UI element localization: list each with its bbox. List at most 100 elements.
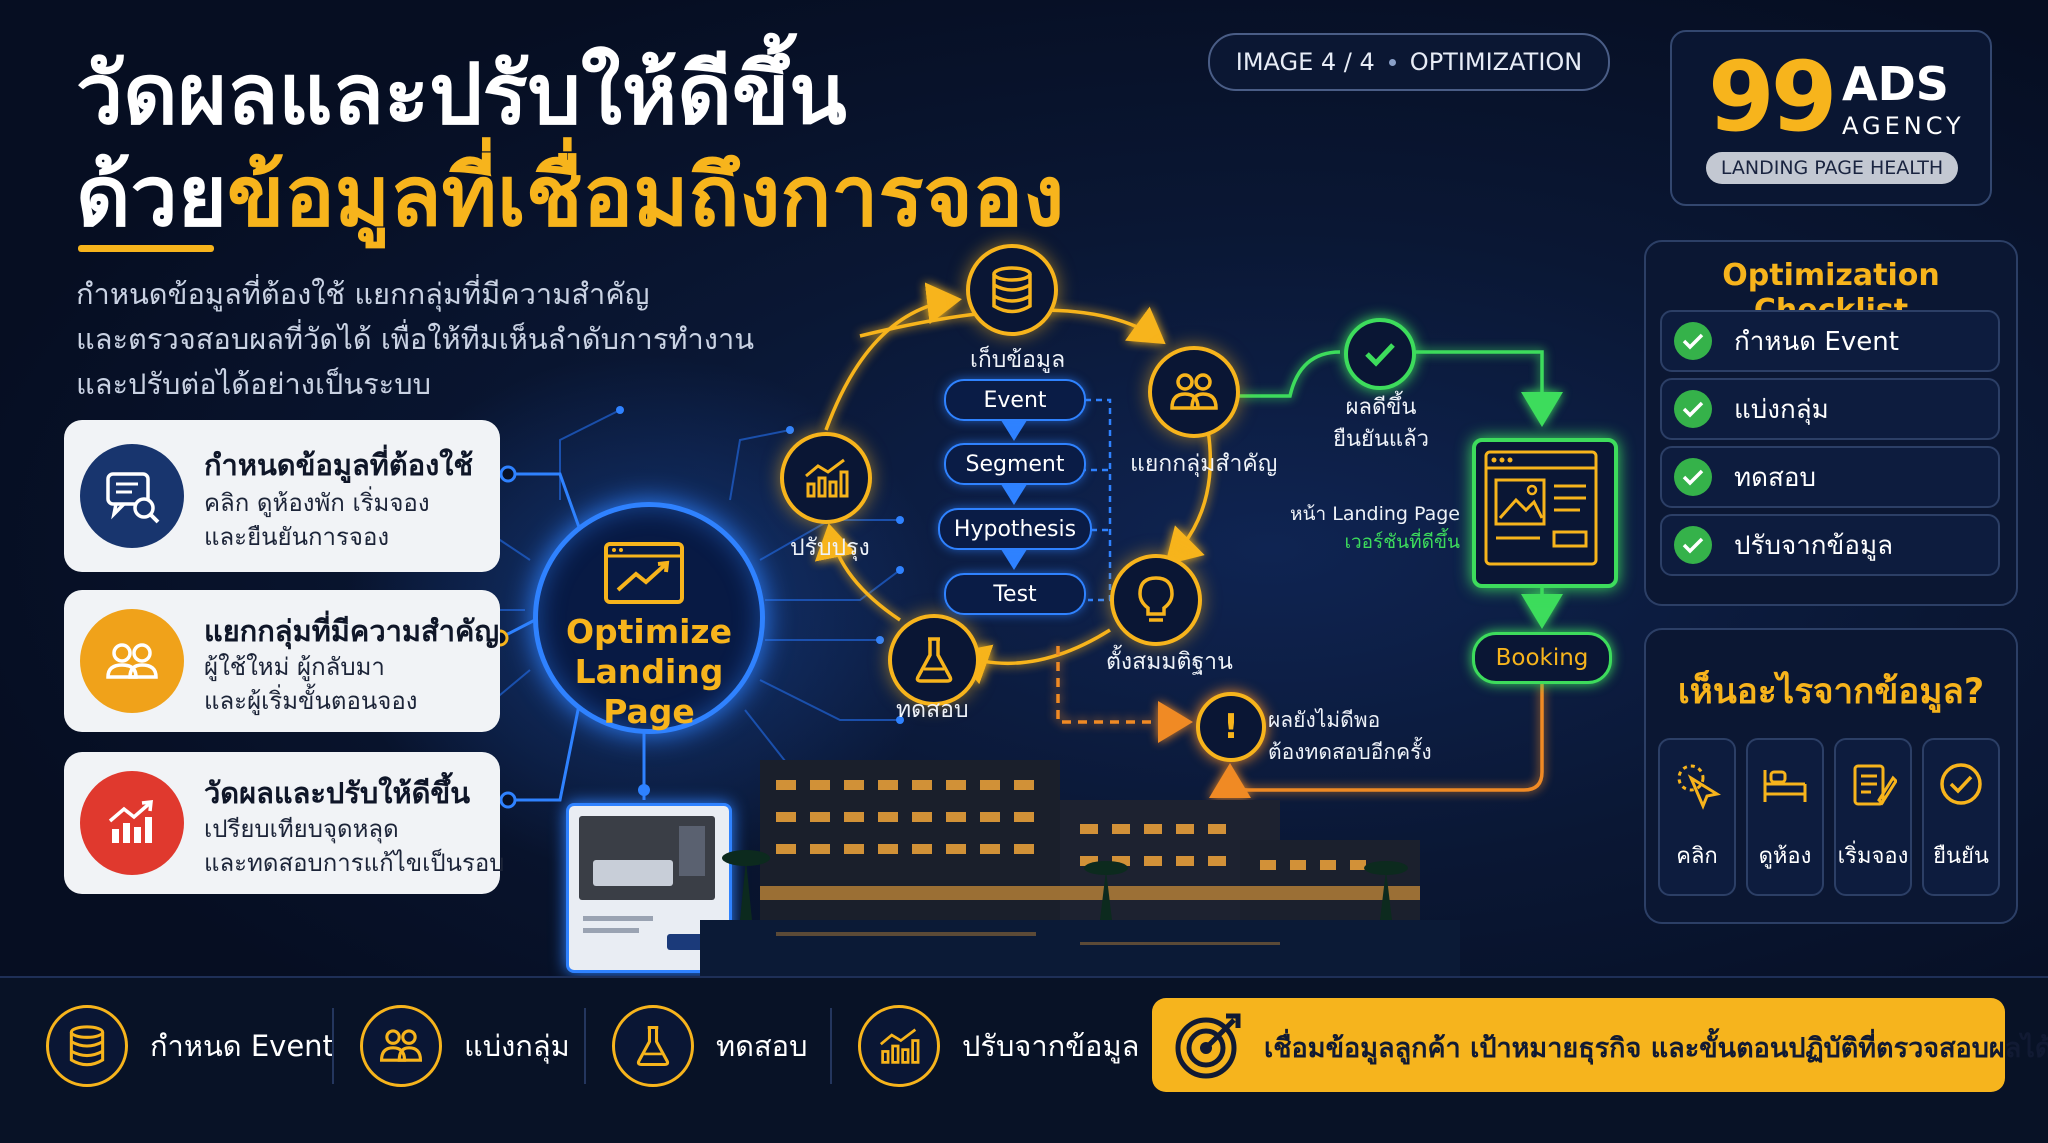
checklist-label: แบ่งกลุ่ม xyxy=(1734,394,1829,425)
bottom-item-improve: ปรับจากข้อมูล xyxy=(858,1004,1139,1088)
retry-text: ผลยังไม่ดีพอ ต้องทดสอบอีกครั้ง xyxy=(1268,704,1432,768)
card-desc-line: คลิก ดูห้องพัก เริ่มจอง xyxy=(204,489,430,517)
optimize-hub xyxy=(533,502,765,734)
bottom-label: ทดสอบ xyxy=(716,1029,808,1063)
users-icon xyxy=(1170,373,1218,410)
result-good-line: ผลดีขึ้น xyxy=(1345,395,1417,420)
users-icon xyxy=(360,1005,442,1087)
chart-up-icon xyxy=(858,1005,940,1087)
cycle-node-improve xyxy=(780,432,872,524)
title-highlight-part: ข้อมูลที่เชื่อมถึงการจอง xyxy=(226,147,1065,245)
target-icon xyxy=(1175,1013,1241,1079)
check-icon xyxy=(1674,458,1712,496)
banner-text: เชื่อมข้อมูลลูกค้า เป้าหมายธุรกิจ และขั้… xyxy=(1264,1033,2048,1064)
cycle-node-test xyxy=(888,614,980,706)
cycle-label-segment: แยกกลุ่มสำคัญ xyxy=(1130,451,1278,477)
separator-dot xyxy=(1388,58,1396,66)
checklist-item: ทดสอบ xyxy=(1660,446,2000,508)
hub-title-line: Optimize xyxy=(565,612,733,651)
checklist-item: กำหนด Event xyxy=(1660,310,2000,372)
bottom-item-event: กำหนด Event xyxy=(46,1004,334,1088)
landing-version-line: เวอร์ชันที่ดีขึ้น xyxy=(1344,531,1460,553)
image-tag-index: IMAGE 4 / 4 xyxy=(1235,48,1375,76)
click-icon xyxy=(1677,764,1721,810)
landing-version-line: หน้า Landing Page xyxy=(1290,503,1460,525)
checklist-label: ทดสอบ xyxy=(1734,462,1817,493)
info-card-measure: วัดผลและปรับให้ดีขึ้น เปรียบเทียบจุดหลุด… xyxy=(64,752,505,894)
card-title: แยกกลุ่มที่มีความสำคัญ xyxy=(204,614,500,648)
logo-sub: AGENCY xyxy=(1842,112,1965,140)
flow-step-segment: Segment xyxy=(944,443,1086,485)
checklist-label: กำหนด Event xyxy=(1734,326,1899,357)
bottom-item-test: ทดสอบ xyxy=(612,1004,807,1088)
insight-label: ยืนยัน xyxy=(1933,844,1989,869)
success-check-icon xyxy=(1344,318,1416,390)
check-icon xyxy=(1674,526,1712,564)
title-white-part: ด้วย xyxy=(76,147,227,245)
cycle-label-hypothesis: ตั้งสมมติฐาน xyxy=(1106,649,1233,675)
check-circle-icon xyxy=(1940,763,1982,805)
bed-icon xyxy=(1763,770,1807,802)
card-title: วัดผลและปรับให้ดีขึ้น xyxy=(204,776,471,810)
optimization-checklist: Optimization Checklist กำหนด Event แบ่งก… xyxy=(1644,240,2018,606)
check-icon xyxy=(1674,390,1712,428)
card-desc-line: และผู้เริ่มขั้นตอนจอง xyxy=(204,687,418,715)
improved-landing-icon xyxy=(1472,438,1618,588)
flow-step-event: Event xyxy=(944,379,1086,421)
cycle-label-improve: ปรับปรุง xyxy=(790,535,870,561)
info-card-segments: แยกกลุ่มที่มีความสำคัญ ผู้ใช้ใหม่ ผู้กลั… xyxy=(64,590,500,732)
result-good-text: ผลดีขึ้น ยืนยันแล้ว xyxy=(1316,392,1446,456)
subtitle: กำหนดข้อมูลที่ต้องใช้ แยกกลุ่มที่มีความส… xyxy=(76,272,756,407)
logo-name: ADS xyxy=(1842,57,1949,111)
info-card-define-data: กำหนดข้อมูลที่ต้องใช้ คลิก ดูห้องพัก เริ… xyxy=(64,420,500,572)
title-underline xyxy=(78,245,214,252)
bottom-label: กำหนด Event xyxy=(150,1029,334,1063)
cycle-node-hypothesis xyxy=(1110,554,1202,646)
bottom-label: ปรับจากข้อมูล xyxy=(962,1029,1140,1063)
divider xyxy=(584,1008,586,1084)
database-icon xyxy=(46,1005,128,1087)
booking-node: Booking xyxy=(1472,632,1612,684)
checklist-item: แบ่งกลุ่ม xyxy=(1660,378,2000,440)
insight-item: คลิก xyxy=(1658,738,1736,896)
card-desc-line: เปรียบเทียบจุดหลุด xyxy=(204,815,399,843)
flow-step-test: Test xyxy=(944,573,1086,615)
landing-version-text: หน้า Landing Page เวอร์ชันที่ดีขึ้น xyxy=(1290,500,1460,556)
form-icon xyxy=(1853,764,1897,806)
divider xyxy=(332,1008,334,1084)
room-photo xyxy=(579,816,715,900)
subtitle-line: และตรวจสอบผลที่วัดได้ เพื่อให้ทีมเห็นลำด… xyxy=(76,322,755,356)
insight-label: ดูห้อง xyxy=(1758,844,1812,869)
lightbulb-icon xyxy=(1138,576,1174,622)
cycle-label-collect: เก็บข้อมูล xyxy=(970,347,1066,373)
warning-icon: ! xyxy=(1196,692,1266,762)
brand-logo: 99 ADS AGENCY LANDING PAGE HEALTH xyxy=(1670,30,1992,206)
insights-panel: เห็นอะไรจากข้อมูล? คลิก ดูห้อง เริ่มจอง … xyxy=(1644,628,2018,924)
optimize-hub-title: Optimize Landing Page xyxy=(533,612,765,732)
result-good-line: ยืนยันแล้ว xyxy=(1333,427,1429,452)
hotel-illustration xyxy=(700,760,1460,976)
chart-up-icon xyxy=(80,771,184,875)
card-title: กำหนดข้อมูลที่ต้องใช้ xyxy=(204,448,474,482)
image-tag-section: OPTIMIZATION xyxy=(1409,48,1583,76)
chart-up-icon xyxy=(805,458,849,498)
browser-chart-icon xyxy=(604,542,684,604)
cycle-node-segment xyxy=(1148,346,1240,438)
landing-page-mockup xyxy=(566,803,732,973)
checklist-item: ปรับจากข้อมูล xyxy=(1660,514,2000,576)
card-desc-line: และทดสอบการแก้ไขเป็นรอบ xyxy=(204,849,505,877)
divider xyxy=(830,1008,832,1084)
insight-item: เริ่มจอง xyxy=(1834,738,1912,896)
card-desc-line: และยืนยันการจอง xyxy=(204,523,390,551)
logo-badge: LANDING PAGE HEALTH xyxy=(1706,152,1958,184)
page-title-line2: ด้วยข้อมูลที่เชื่อมถึงการจอง xyxy=(76,146,1064,246)
insight-item: ดูห้อง xyxy=(1746,738,1824,896)
insights-title: เห็นอะไรจากข้อมูล? xyxy=(1677,672,1985,712)
page-title-line1: วัดผลและปรับให้ดีขึ้น xyxy=(76,45,847,143)
cycle-label-test: ทดสอบ xyxy=(896,697,969,723)
users-icon xyxy=(80,609,184,713)
bottom-item-segment: แบ่งกลุ่ม xyxy=(360,1004,570,1088)
check-icon xyxy=(1674,322,1712,360)
retry-line: ต้องทดสอบอีกครั้ง xyxy=(1268,740,1432,764)
